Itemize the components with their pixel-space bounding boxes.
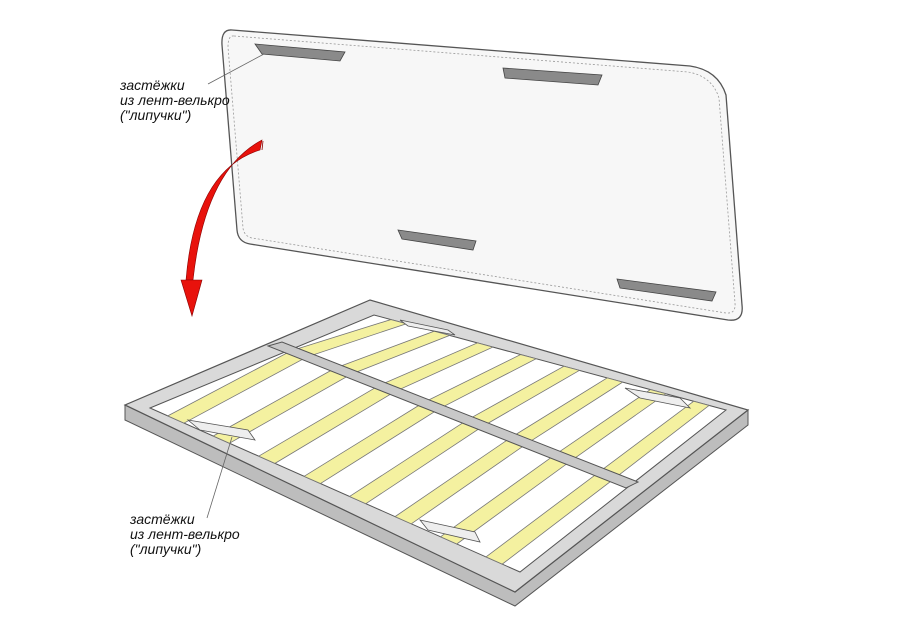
pad	[221, 29, 743, 321]
label-line: из лент-велькро	[120, 92, 230, 108]
velcro-label-top: застёжки из лент-велькро ("липучки")	[120, 78, 230, 123]
velcro-strips-frame	[186, 319, 692, 543]
label-line: застёжки	[130, 511, 195, 527]
center-beam	[266, 341, 640, 489]
velcro-strip	[254, 43, 346, 62]
label-line: ("липучки")	[120, 107, 192, 123]
leader-line-top	[207, 53, 265, 85]
velcro-strip	[397, 229, 477, 251]
bed-frame	[123, 299, 750, 607]
velcro-label-bottom: застёжки из лент-велькро ("липучки")	[130, 512, 240, 557]
label-line: застёжки	[120, 77, 185, 93]
velcro-strips-pad	[254, 43, 717, 302]
arrow-down-icon	[180, 139, 264, 318]
label-line: ("липучки")	[130, 541, 202, 557]
label-line: из лент-велькро	[130, 526, 240, 542]
leader-line-bottom	[206, 436, 233, 519]
velcro-strip	[616, 278, 717, 302]
velcro-strip	[502, 67, 603, 86]
